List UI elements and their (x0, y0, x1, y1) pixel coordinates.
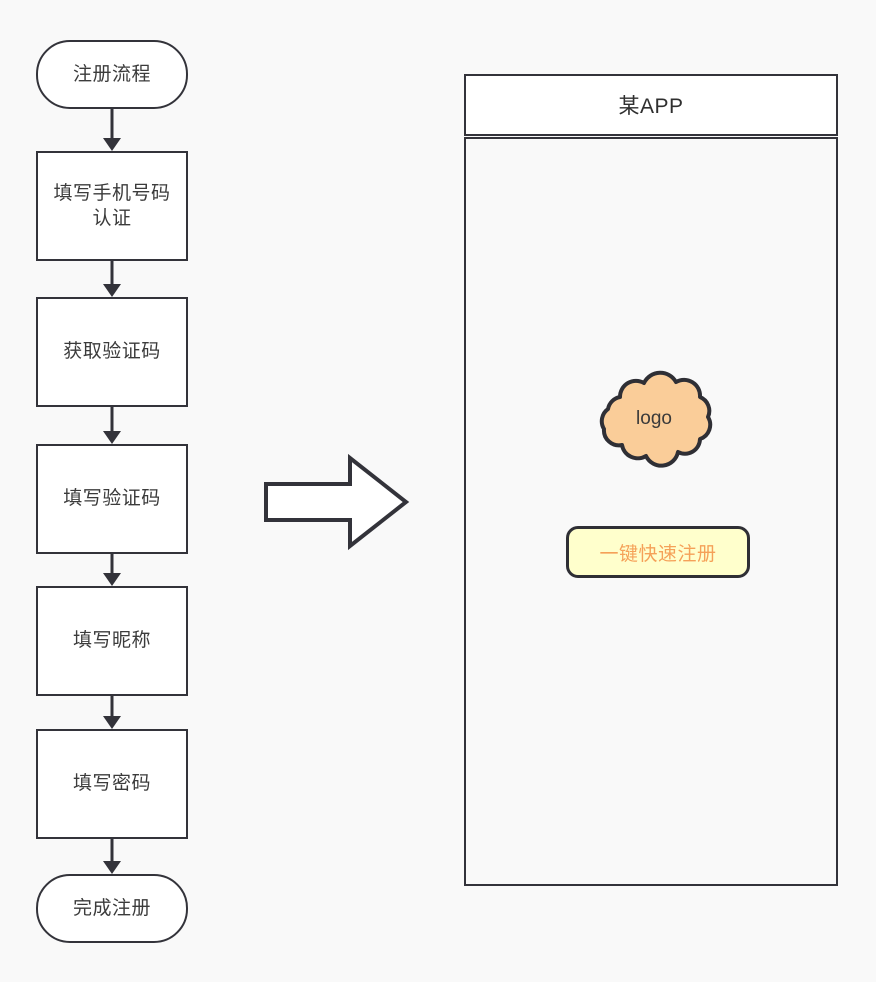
flow-node-fill-code[interactable]: 填写验证码 (36, 444, 188, 554)
flow-node-get-code-label: 获取验证码 (63, 341, 161, 363)
logo-label: logo (636, 408, 672, 429)
one-tap-register-label: 一键快速注册 (599, 543, 717, 565)
flow-node-get-code[interactable]: 获取验证码 (36, 297, 188, 407)
flow-node-fill-code-label: 填写验证码 (63, 488, 161, 510)
flow-node-fill-password-label: 填写密码 (72, 773, 151, 795)
app-screen: logo 一键快速注册 (464, 137, 838, 886)
flow-node-fill-phone-label: 填写手机号码 认证 (53, 182, 171, 229)
flow-node-fill-phone[interactable]: 填写手机号码 认证 (36, 151, 188, 261)
app-titlebar: 某APP (464, 74, 838, 136)
app-mockup: 某APP logo 一键快速注册 (464, 74, 838, 886)
flow-node-start-label: 注册流程 (72, 63, 151, 85)
flow-node-start[interactable]: 注册流程 (36, 40, 188, 109)
right-block-arrow-icon (262, 452, 410, 557)
logo-cloud-icon: logo (584, 369, 724, 469)
flow-node-done-label: 完成注册 (72, 897, 151, 919)
app-title: 某APP (618, 95, 684, 118)
flow-node-fill-nickname-label: 填写昵称 (72, 630, 151, 652)
flow-node-fill-nickname[interactable]: 填写昵称 (36, 586, 188, 696)
one-tap-register-button[interactable]: 一键快速注册 (566, 526, 750, 578)
flow-node-fill-password[interactable]: 填写密码 (36, 729, 188, 839)
flow-node-done[interactable]: 完成注册 (36, 874, 188, 943)
